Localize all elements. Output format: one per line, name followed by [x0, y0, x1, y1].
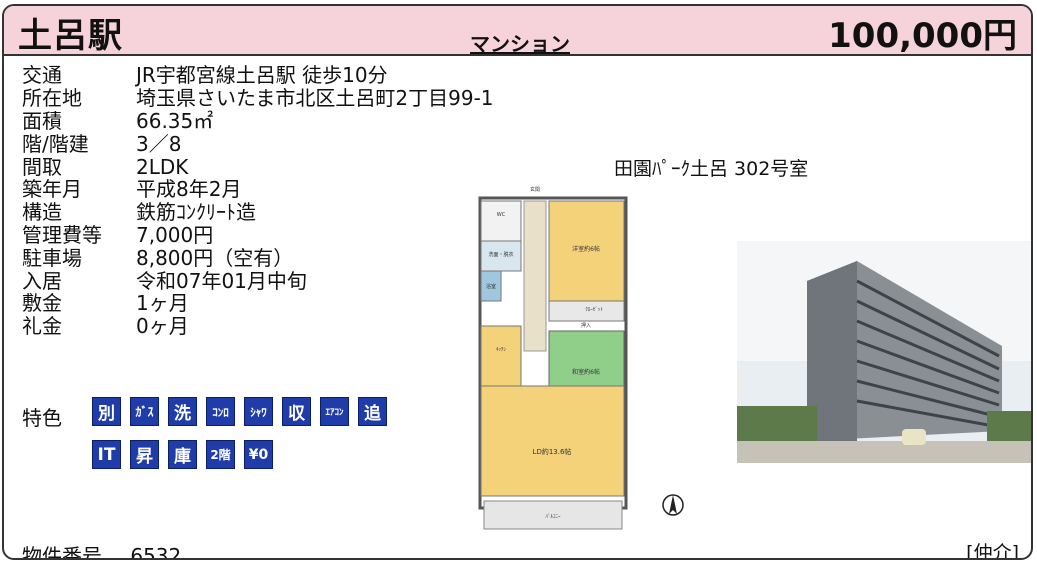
property-number: 物件番号 6532: [22, 540, 182, 560]
broker-type: [仲介]: [966, 542, 1019, 560]
feature-tag: 2階: [206, 440, 235, 469]
rent-price: 100,000円: [828, 16, 1017, 56]
detail-label: 敷金: [22, 291, 62, 316]
detail-value: 8,800円（空有）: [136, 245, 294, 270]
detail-label: 面積: [22, 108, 62, 133]
property-number-label: 物件番号: [22, 544, 102, 560]
detail-label: 管理費等: [22, 222, 102, 247]
detail-value: 令和07年01月中旬: [136, 268, 307, 293]
detail-row: 階/階建 3／8: [22, 132, 494, 155]
detail-label: 階/階建: [22, 131, 89, 156]
room-name: 田園ﾊﾟｰｸ土呂 302号室: [614, 158, 809, 180]
feature-tag: 洗: [168, 397, 197, 426]
detail-row: 交通 JR宇都宮線土呂駅 徒歩10分: [22, 64, 494, 87]
floorplan-label: ﾊﾞﾙｺﾆｰ: [545, 513, 561, 520]
property-type: マンション: [470, 32, 570, 56]
detail-value: JR宇都宮線土呂駅 徒歩10分: [136, 63, 388, 88]
details-list: 交通 JR宇都宮線土呂駅 徒歩10分 所在地 埼玉県さいたま市北区土呂町2丁目99-…: [22, 64, 494, 338]
feature-tag-row: IT 昇 庫 2階 ¥0: [92, 440, 412, 469]
detail-row: 間取 2LDK: [22, 155, 494, 178]
feature-tag: ｺﾝﾛ: [206, 397, 235, 426]
feature-tag: 昇: [130, 440, 159, 469]
floorplan-label: 浴室: [486, 283, 496, 290]
feature-tag: IT: [92, 440, 121, 469]
detail-row: 敷金 1ヶ月: [22, 292, 494, 315]
floorplan-label: 和室約6帖: [572, 368, 600, 376]
feature-tag: 別: [92, 397, 121, 426]
detail-label: 駐車場: [22, 245, 82, 270]
feature-tag: ｴｱｺﾝ: [320, 397, 349, 426]
feature-tag: 収: [282, 397, 311, 426]
feature-tag: ¥0: [244, 440, 273, 469]
detail-row: 構造 鉄筋ｺﾝｸﾘｰﾄ造: [22, 201, 494, 224]
detail-value: 鉄筋ｺﾝｸﾘｰﾄ造: [136, 200, 256, 225]
features-label: 特色: [22, 406, 62, 430]
property-flyer: 土呂駅 マンション 100,000円 交通 JR宇都宮線土呂駅 徒歩10分 所在地…: [2, 4, 1033, 560]
floorplan-label: 洗面・脱衣: [488, 251, 513, 258]
detail-value: 66.35㎡: [136, 108, 214, 133]
detail-row: 管理費等 7,000円: [22, 224, 494, 247]
detail-value: 平成8年2月: [136, 177, 242, 202]
feature-tag: ｶﾞｽ: [130, 397, 159, 426]
floorplan-label: WC: [497, 212, 506, 218]
feature-tag: 追: [358, 397, 387, 426]
detail-value: 埼玉県さいたま市北区土呂町2丁目99-1: [136, 86, 494, 111]
north-compass-icon: [662, 494, 684, 516]
floorplan-label: 玄関: [530, 186, 540, 193]
floorplan-label: 洋室約6帖: [572, 245, 600, 253]
detail-value: 3／8: [136, 131, 182, 156]
floorplan-label: ｷｯﾁﾝ: [496, 347, 507, 353]
detail-row: 所在地 埼玉県さいたま市北区土呂町2丁目99-1: [22, 87, 494, 110]
detail-value: 2LDK: [136, 154, 189, 179]
building-photo: [737, 241, 1031, 463]
detail-label: 交通: [22, 63, 62, 88]
feature-tag-row: 別 ｶﾞｽ 洗 ｺﾝﾛ ｼｬﾜ 収 ｴｱｺﾝ 追: [92, 397, 412, 426]
detail-row: 礼金 0ヶ月: [22, 315, 494, 338]
property-number-value: 6532: [130, 544, 182, 560]
detail-row: 面積 66.35㎡: [22, 110, 494, 133]
detail-label: 間取: [22, 154, 62, 179]
feature-tag: ｼｬﾜ: [244, 397, 273, 426]
detail-label: 礼金: [22, 314, 62, 339]
station-name: 土呂駅: [18, 16, 123, 56]
detail-value: 1ヶ月: [136, 291, 189, 316]
detail-row: 駐車場 8,800円（空有）: [22, 246, 494, 269]
header-bar: 土呂駅 マンション 100,000円: [4, 6, 1031, 56]
floorplan-label: LD約13.6帖: [533, 447, 572, 456]
detail-row: 入居 令和07年01月中旬: [22, 269, 494, 292]
detail-label: 入居: [22, 268, 62, 293]
floorplan-image: 洋室約6帖 洗面・脱衣 浴室 ｸﾛｰｾﾞｯﾄ 押入 和室約6帖 ｷｯﾁﾝ LD約…: [474, 176, 632, 536]
detail-value: 7,000円: [136, 222, 214, 247]
feature-tags: 別 ｶﾞｽ 洗 ｺﾝﾛ ｼｬﾜ 収 ｴｱｺﾝ 追 IT 昇 庫 2階 ¥0: [92, 397, 412, 483]
floorplan-label: 押入: [581, 322, 591, 329]
detail-value: 0ヶ月: [136, 314, 189, 339]
detail-row: 築年月 平成8年2月: [22, 178, 494, 201]
floorplan-label: ｸﾛｰｾﾞｯﾄ: [585, 306, 603, 313]
feature-tag: 庫: [168, 440, 197, 469]
detail-label: 築年月: [22, 177, 82, 202]
detail-label: 所在地: [22, 86, 82, 111]
detail-label: 構造: [22, 200, 62, 225]
